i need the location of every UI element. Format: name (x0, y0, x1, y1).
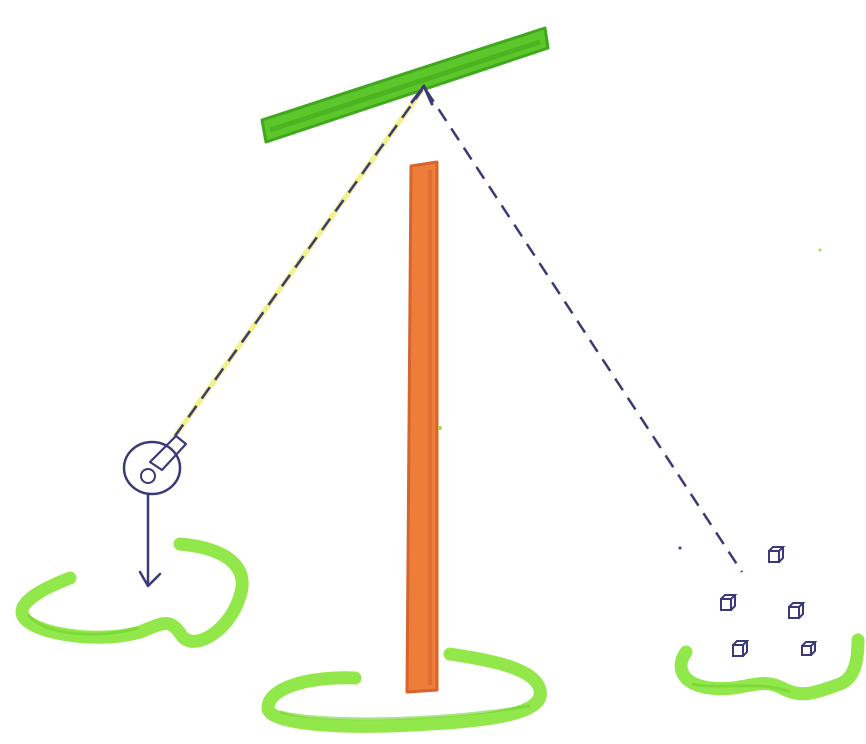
observer-eye-inner (140, 468, 156, 484)
observer-figure (122, 434, 188, 588)
mirror-bar-shade (269, 39, 541, 133)
cube-icon (801, 641, 818, 656)
mirror-bar (260, 26, 550, 144)
light-ray-from-eye (172, 87, 425, 439)
small-cubes (720, 546, 818, 657)
observer-head-outer (122, 440, 182, 496)
vertical-wall (405, 160, 439, 694)
ground-patches (15, 537, 865, 733)
vertical-wall-body (405, 160, 439, 694)
ground-patch-right (674, 633, 865, 701)
cube-icon (732, 640, 750, 657)
reflected-dashed-line (424, 89, 744, 573)
down-arrow-icon (138, 570, 162, 588)
cube-icon (788, 602, 806, 619)
ground-patch-center (261, 647, 547, 733)
arrowhead-icon (410, 84, 434, 106)
stray-marks (438, 248, 822, 550)
dashed-ray-to-objects (410, 84, 744, 573)
ground-patch-shading (26, 613, 791, 721)
observer-scope (148, 434, 188, 472)
cube-icon (768, 546, 786, 563)
cube-icon (720, 594, 738, 611)
ray-dashed-line (173, 89, 424, 437)
ground-patch-left (15, 537, 249, 648)
